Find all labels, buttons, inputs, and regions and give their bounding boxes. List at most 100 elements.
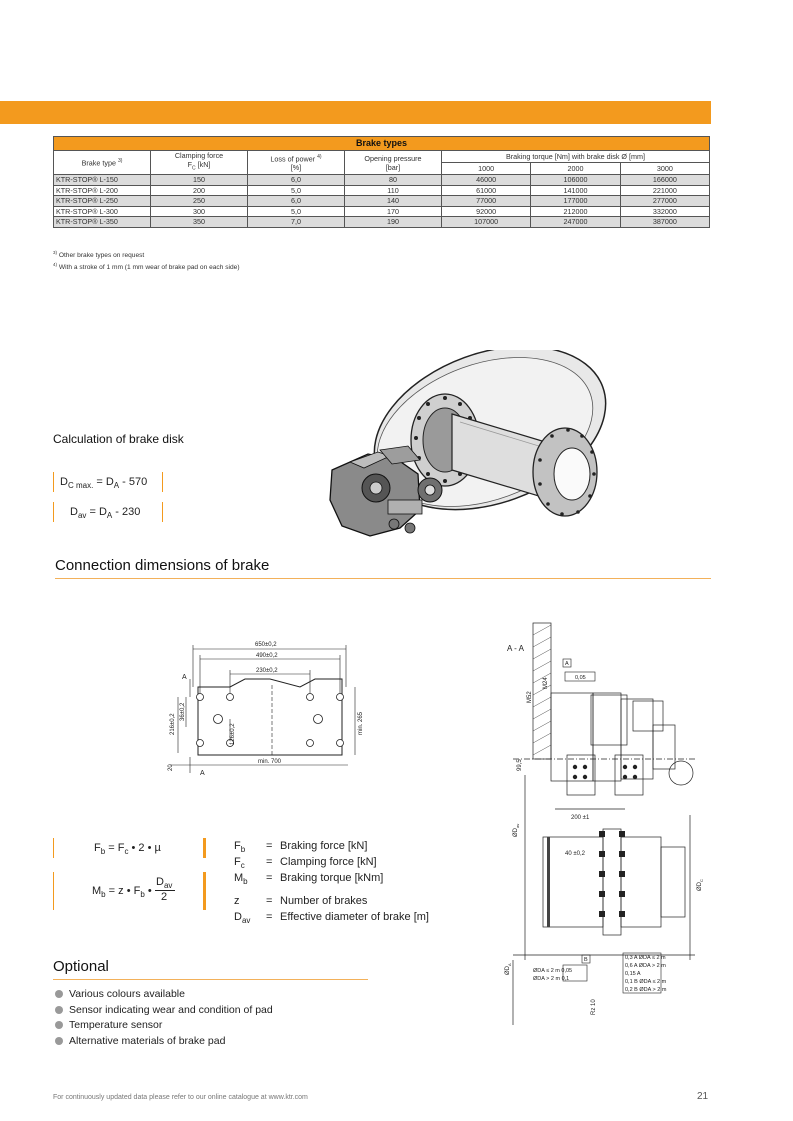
list-item: Temperature sensor bbox=[55, 1018, 273, 1034]
table-row: KTR-STOP® L-150 150 6,0 80 46000 106000 … bbox=[53, 174, 711, 186]
cell-type: KTR-STOP® L-300 bbox=[53, 205, 151, 217]
optional-list: Various colours available Sensor indicat… bbox=[55, 987, 273, 1049]
col-opening-pressure: Opening pressure[bar] bbox=[344, 150, 442, 175]
formula-dav: Dav = DA - 230 bbox=[53, 502, 163, 522]
table-row: KTR-STOP® L-350 350 7,0 190 107000 24700… bbox=[53, 216, 711, 228]
cell-pressure: 140 bbox=[344, 195, 442, 207]
table-title: Brake types bbox=[53, 136, 710, 151]
dim-200: 200 ±1 bbox=[571, 815, 590, 821]
cell-force: 350 bbox=[150, 216, 248, 228]
brake-types-table: Brake types Brake type 3) Clamping force… bbox=[53, 136, 711, 228]
cell-torque-1000: 77000 bbox=[440, 195, 532, 207]
dim-20: 20 bbox=[168, 764, 174, 771]
dim-36: 36±0,2 bbox=[180, 702, 186, 721]
cell-torque-1000: 46000 bbox=[440, 174, 532, 186]
disk-size-2000: 2000 bbox=[530, 162, 621, 175]
dim-m52: M52 bbox=[527, 691, 533, 703]
disk-size-3000: 3000 bbox=[619, 162, 711, 175]
legend-item: z=Number of brakes bbox=[234, 895, 368, 907]
dim-490: 490±0,2 bbox=[256, 653, 278, 659]
fraction-line bbox=[155, 890, 175, 891]
cell-type: KTR-STOP® L-250 bbox=[53, 195, 151, 207]
cell-torque-3000: 387000 bbox=[619, 216, 711, 228]
formula-mb-denominator: 2 bbox=[161, 891, 168, 903]
table-row: KTR-STOP® L-200 200 5,0 110 61000 141000… bbox=[53, 184, 711, 196]
optional-divider bbox=[53, 979, 368, 980]
footer-note: For continuously updated data please ref… bbox=[53, 1094, 308, 1101]
tolerance-row: 0,3 A ØDA ≤ 2 m bbox=[625, 955, 666, 961]
datum-b-label: B bbox=[584, 957, 588, 963]
table-row: KTR-STOP® L-250 250 6,0 140 77000 177000… bbox=[53, 195, 711, 207]
cell-torque-2000: 247000 bbox=[530, 216, 621, 228]
cell-torque-1000: 92000 bbox=[440, 205, 532, 217]
list-item: Alternative materials of brake pad bbox=[55, 1034, 273, 1050]
dim-126: 126±0,2 bbox=[230, 723, 236, 745]
bullet-icon bbox=[55, 1021, 63, 1029]
col-braking-torque: Braking torque [Nm] with brake disk Ø [m… bbox=[441, 150, 710, 163]
optional-title: Optional bbox=[53, 958, 109, 975]
dim-40: 40 ±0,2 bbox=[565, 851, 586, 857]
section-aa-drawing: A - A M52 M24 99,5 200 ±1 40 ±0,2 ØDav Ø… bbox=[505, 622, 704, 1025]
cell-torque-2000: 141000 bbox=[530, 184, 621, 196]
section-aa-label: A - A bbox=[507, 644, 525, 653]
bullet-icon bbox=[55, 1005, 63, 1014]
tolerance-row: 0,6 A ØDA > 2 m bbox=[625, 963, 666, 969]
legend-item: Dav=Effective diameter of brake [m] bbox=[234, 911, 429, 926]
legend-divider-1 bbox=[203, 838, 205, 858]
cell-type: KTR-STOP® L-350 bbox=[53, 216, 151, 228]
legend-item: Fc=Clamping force [kN] bbox=[234, 856, 377, 871]
formula-fb: Fb = Fc • 2 • µ bbox=[94, 842, 161, 857]
col-loss-of-power: Loss of power 4)[%] bbox=[247, 150, 345, 175]
cell-torque-2000: 177000 bbox=[530, 195, 621, 207]
table-footnotes: 3) Other brake types on request 4) With … bbox=[53, 248, 240, 272]
dim-dav: ØDav bbox=[513, 824, 520, 837]
cell-torque-3000: 332000 bbox=[619, 205, 711, 217]
disk-size-1000: 1000 bbox=[440, 162, 532, 175]
dim-99-5: 99,5 bbox=[517, 759, 523, 771]
formula-mb-numerator: Dav bbox=[156, 876, 173, 891]
dim-da: ØDA bbox=[505, 963, 512, 975]
formula-mb: Mb = z • Fb • bbox=[92, 885, 152, 900]
section-marker-a-bottom: A bbox=[200, 770, 205, 777]
footnote-3: 3) Other brake types on request bbox=[53, 250, 145, 260]
bullet-icon bbox=[55, 1036, 63, 1045]
header-accent-bar bbox=[0, 101, 711, 124]
tolerance-row-left: ØDA > 2 m 0,1 bbox=[533, 976, 569, 982]
legend-item: Mb=Braking torque [kNm] bbox=[234, 872, 384, 887]
col-brake-type: Brake type 3) bbox=[53, 150, 151, 175]
roughness-rz10: Rz 10 bbox=[591, 999, 597, 1015]
cell-torque-1000: 107000 bbox=[440, 216, 532, 228]
list-item: Various colours available bbox=[55, 987, 273, 1003]
list-item: Sensor indicating wear and condition of … bbox=[55, 1003, 273, 1019]
bolt-pattern-drawing: 650±0,2 490±0,2 230±0,2 A A 216±0,2 36±0… bbox=[168, 642, 364, 777]
tolerance-row-left: ØDA ≤ 2 m 0,05 bbox=[533, 968, 572, 974]
formula-box-mb bbox=[53, 872, 206, 910]
bullet-icon bbox=[55, 990, 63, 998]
cell-torque-3000: 277000 bbox=[619, 195, 711, 207]
cell-loss: 6,0 bbox=[247, 174, 345, 186]
cell-loss: 5,0 bbox=[247, 205, 345, 217]
connection-title: Connection dimensions of brake bbox=[55, 557, 270, 574]
dim-650: 650±0,2 bbox=[255, 642, 277, 648]
cell-loss: 5,0 bbox=[247, 184, 345, 196]
tolerance-row: 0,15 A bbox=[625, 971, 641, 977]
tolerance-005: 0,05 bbox=[575, 675, 586, 681]
dim-230: 230±0,2 bbox=[256, 668, 278, 674]
table-row: KTR-STOP® L-300 300 5,0 170 92000 212000… bbox=[53, 205, 711, 217]
cell-type: KTR-STOP® L-200 bbox=[53, 184, 151, 196]
section-marker-a-top: A bbox=[182, 674, 187, 681]
cell-loss: 6,0 bbox=[247, 195, 345, 207]
formula-dc-max: DC max. = DA - 570 bbox=[53, 472, 163, 492]
cell-pressure: 110 bbox=[344, 184, 442, 196]
page-number: 21 bbox=[697, 1091, 709, 1102]
cell-force: 200 bbox=[150, 184, 248, 196]
cell-force: 300 bbox=[150, 205, 248, 217]
cell-torque-2000: 212000 bbox=[530, 205, 621, 217]
formula-box-fb bbox=[53, 838, 206, 858]
legend-item: Fb=Braking force [kN] bbox=[234, 840, 368, 855]
cell-pressure: 170 bbox=[344, 205, 442, 217]
dim-dc: ØDC bbox=[697, 879, 704, 891]
dim-min-700: min. 700 bbox=[258, 759, 282, 765]
cell-pressure: 80 bbox=[344, 174, 442, 186]
